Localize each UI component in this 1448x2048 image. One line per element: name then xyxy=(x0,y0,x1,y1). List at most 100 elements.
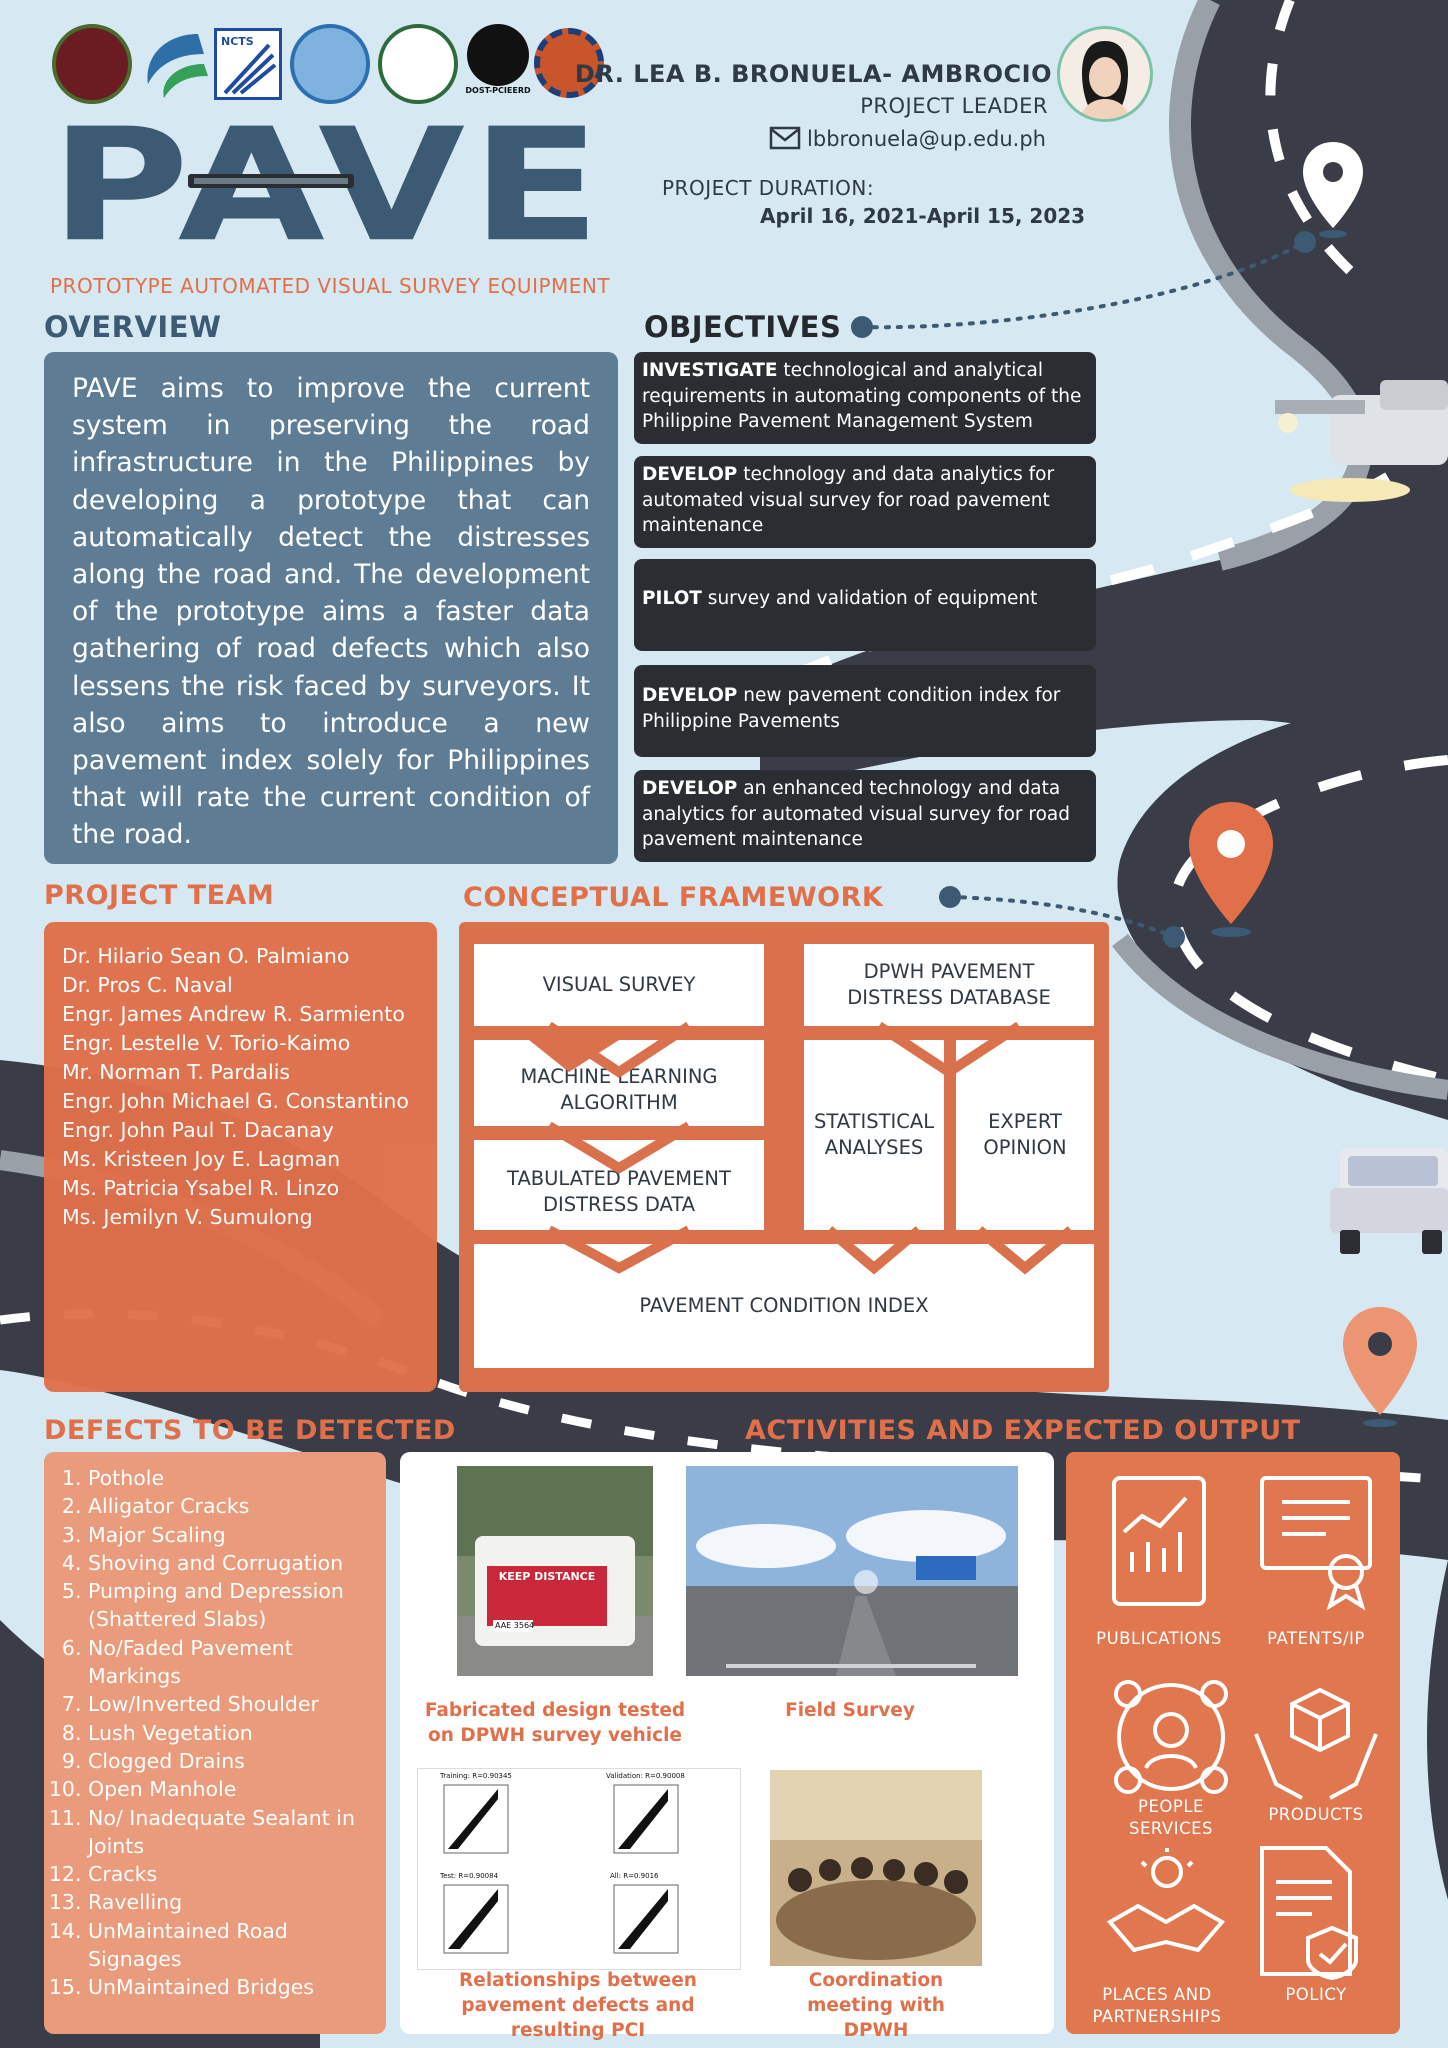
meeting-photo xyxy=(770,1770,982,1966)
objective-item: PILOT survey and validation of equipment xyxy=(634,559,1096,651)
framework-panel: VISUAL SURVEY DPWH PAVEMENT DISTRESS DAT… xyxy=(459,922,1109,1392)
field-survey-caption: Field Survey xyxy=(785,1700,915,1721)
defect-item: Low/Inverted Shoulder xyxy=(88,1690,376,1718)
duration-label: PROJECT DURATION: xyxy=(662,176,875,200)
team-member: Mr. Norman T. Pardalis xyxy=(62,1060,291,1084)
defect-item: Cracks xyxy=(88,1860,376,1888)
defects-panel: Pothole Alligator Cracks Major Scaling S… xyxy=(44,1452,386,2034)
truck-photo: KEEP DISTANCE AAE 3564 xyxy=(457,1466,653,1676)
team-member: Ms. Patricia Ysabel R. Linzo xyxy=(62,1176,340,1200)
defect-item: Major Scaling xyxy=(88,1521,376,1549)
road-line-decoration xyxy=(188,174,354,188)
leader-avatar xyxy=(1057,26,1153,122)
patents-icon xyxy=(1260,1476,1372,1611)
regression-plots: Training: R=0.90345 Validation: R=0.9000… xyxy=(417,1768,741,1970)
defect-item: UnMaintained Road Signages xyxy=(88,1917,376,1974)
objective-verb: PILOT xyxy=(642,588,702,609)
team-member: Dr. Pros C. Naval xyxy=(62,973,233,997)
overview-text: PAVE aims to improve the current system … xyxy=(72,373,590,851)
objective-text: an enhanced technology and data analytic… xyxy=(642,778,1070,850)
defects-heading: DEFECTS TO BE DETECTED xyxy=(44,1415,456,1446)
project-subtitle: PROTOTYPE AUTOMATED VISUAL SURVEY EQUIPM… xyxy=(50,274,611,298)
objective-verb: INVESTIGATE xyxy=(642,360,778,381)
map-pin-icon xyxy=(1343,1307,1417,1427)
ncts-logo-text: NCTS xyxy=(221,35,254,48)
team-member: Dr. Hilario Sean O. Palmiano xyxy=(62,944,350,968)
defect-item: Alligator Cracks xyxy=(88,1492,376,1520)
output-label: PRODUCTS xyxy=(1268,1805,1364,1824)
overview-panel: PAVE aims to improve the current system … xyxy=(44,352,618,864)
objective-verb: DEVELOP xyxy=(642,778,738,799)
framework-visual-survey: VISUAL SURVEY xyxy=(474,944,764,1026)
plot-title: Validation: R=0.90008 xyxy=(606,1772,685,1780)
framework-ml-algorithm: MACHINE LEARNING ALGORITHM xyxy=(474,1040,764,1126)
team-panel: Dr. Hilario Sean O. Palmiano Dr. Pros C.… xyxy=(44,922,437,1392)
duration-value: April 16, 2021-April 15, 2023 xyxy=(760,204,1086,228)
objective-item: INVESTIGATE technological and analytical… xyxy=(634,352,1096,444)
field-survey-photo[interactable] xyxy=(686,1466,1018,1676)
framework-statistical-analyses: STATISTICAL ANALYSES xyxy=(804,1040,944,1230)
dost-pcieerd-logo: DOST-PCIEERD xyxy=(464,24,532,104)
defect-item: Shoving and Corrugation xyxy=(88,1549,376,1577)
team-member: Ms. Kristeen Joy E. Lagman xyxy=(62,1147,341,1171)
objective-text: technology and data analytics for automa… xyxy=(642,464,1055,536)
truck-sign-text: KEEP DISTANCE xyxy=(498,1570,596,1583)
plots-caption: Relationships between pavement defects a… xyxy=(459,1970,697,2041)
framework-expert-opinion: EXPERT OPINION xyxy=(956,1040,1094,1230)
leader-role: PROJECT LEADER xyxy=(860,94,1048,118)
truck-plate-text: AAE 3564 xyxy=(495,1621,535,1630)
output-label: PATENTS/IP xyxy=(1267,1629,1365,1648)
people-services-icon xyxy=(1114,1680,1228,1794)
objective-text: survey and validation of equipment xyxy=(701,588,1038,609)
mail-icon xyxy=(769,126,801,150)
ncts-logo: NCTS xyxy=(214,28,282,100)
defect-item: Open Manhole xyxy=(88,1775,376,1803)
objective-text: technological and analytical requirement… xyxy=(642,360,1082,432)
gear-logo xyxy=(534,28,604,98)
team-member: Engr. John Michael G. Constantino xyxy=(62,1089,409,1113)
objective-item: DEVELOP an enhanced technology and data … xyxy=(634,770,1096,862)
map-pin-icon xyxy=(1189,802,1273,937)
partnerships-icon xyxy=(1106,1848,1226,1953)
framework-tabulated-data: TABULATED PAVEMENT DISTRESS DATA xyxy=(474,1140,764,1230)
output-label: POLICY xyxy=(1285,1985,1347,2004)
activities-panel: KEEP DISTANCE AAE 3564 Fabricated design… xyxy=(400,1452,1054,2041)
network-logo xyxy=(290,24,370,104)
framework-arrows xyxy=(529,1021,1075,1275)
framework-pci: PAVEMENT CONDITION INDEX xyxy=(474,1244,1094,1368)
objective-verb: DEVELOP xyxy=(642,685,738,706)
overview-heading: OVERVIEW xyxy=(44,310,222,344)
objective-item: DEVELOP technology and data analytics fo… xyxy=(634,456,1096,548)
output-label: PEOPLE SERVICES xyxy=(1128,1797,1214,1838)
defect-item: Pumping and Depression (Shattered Slabs) xyxy=(88,1577,376,1634)
publications-icon xyxy=(1112,1476,1206,1606)
leader-name: DR. LEA B. BRONUELA- AMBROCIO xyxy=(574,60,1052,88)
plot-title: Test: R=0.90084 xyxy=(440,1872,499,1880)
leaf-logo xyxy=(147,34,208,98)
plot-title: Training: R=0.90345 xyxy=(440,1772,512,1780)
defect-item: Pothole xyxy=(88,1464,376,1492)
defect-item: No/ Inadequate Sealant in Joints xyxy=(88,1804,376,1861)
computer-science-logo xyxy=(378,24,458,104)
objectives-heading: OBJECTIVES xyxy=(644,310,842,344)
defect-item: Ravelling xyxy=(88,1888,376,1916)
products-icon xyxy=(1254,1687,1378,1800)
map-pin-icon xyxy=(1303,142,1363,238)
output-label: PUBLICATIONS xyxy=(1096,1629,1222,1648)
defect-item: Clogged Drains xyxy=(88,1747,376,1775)
team-member: Engr. Lestelle V. Torio-Kaimo xyxy=(62,1031,351,1055)
objective-text: new pavement condition index for Philipp… xyxy=(642,685,1061,732)
up-seal-logo xyxy=(52,24,132,104)
framework-dpwh-database: DPWH PAVEMENT DISTRESS DATABASE xyxy=(804,944,1094,1026)
truck-caption: Fabricated design tested on DPWH survey … xyxy=(424,1700,686,1746)
policy-icon xyxy=(1260,1846,1358,1981)
meeting-caption: Coordination meeting with DPWH xyxy=(807,1970,945,2041)
team-member: Ms. Jemilyn V. Sumulong xyxy=(62,1205,313,1229)
team-member: Engr. James Andrew R. Sarmiento xyxy=(62,1002,405,1026)
leader-email[interactable]: lbbronuela@up.edu.ph xyxy=(769,126,1046,151)
plot-title: All: R=0.9016 xyxy=(610,1872,659,1880)
defect-item: UnMaintained Bridges xyxy=(88,1973,376,2001)
objective-item: DEVELOP new pavement condition index for… xyxy=(634,665,1096,757)
team-heading: PROJECT TEAM xyxy=(44,880,275,911)
team-member: Engr. John Paul T. Dacanay xyxy=(62,1118,334,1142)
